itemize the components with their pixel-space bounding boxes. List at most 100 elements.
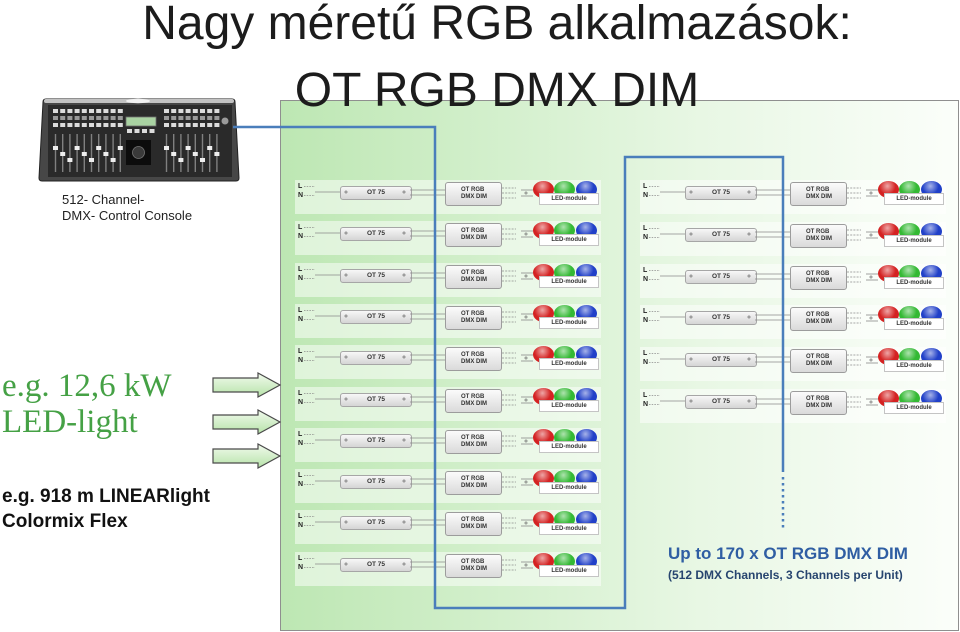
console-button <box>60 109 66 113</box>
plus-icon <box>402 273 406 277</box>
length-callout-line-2: Colormix Flex <box>2 511 128 532</box>
console-fader-knob <box>214 152 220 156</box>
console-button <box>185 116 191 120</box>
console-caption: 512- Channel- DMX- Control Console <box>62 192 192 224</box>
dimmer-label-line-1: OT RGB <box>806 312 830 318</box>
dimmer-label-line-2: DMX DIM <box>806 278 832 284</box>
plus-icon <box>524 480 528 484</box>
console-button <box>192 123 198 127</box>
power-callout-line-2: LED-light <box>2 404 138 440</box>
console-button <box>96 109 102 113</box>
plus-icon <box>524 398 528 402</box>
plus-icon <box>344 397 348 401</box>
plus-icon <box>869 400 873 404</box>
plus-icon <box>689 315 693 319</box>
slide-title-line-1: Nagy méretű RGB alkalmazások: <box>142 0 852 50</box>
console-button <box>53 123 58 127</box>
console-button <box>200 116 205 120</box>
console-button <box>185 123 191 127</box>
plus-icon <box>402 231 406 235</box>
console-button <box>53 116 58 120</box>
plus-icon <box>869 275 873 279</box>
console-button <box>171 123 177 127</box>
console-button <box>134 129 140 133</box>
console-fader-knob <box>171 152 177 156</box>
console-button <box>178 109 184 113</box>
dimmer-label-line-1: OT RGB <box>806 396 830 402</box>
unit-wiring <box>304 516 533 529</box>
console-button <box>103 116 109 120</box>
unit-wiring <box>304 475 533 488</box>
console-fader-knob <box>74 146 80 150</box>
unit-wiring <box>649 228 878 241</box>
capacity-summary-line-2: (512 DMX Channels, 3 Channels per Unit) <box>668 568 903 582</box>
console-button <box>178 116 184 120</box>
console-logo <box>126 98 150 104</box>
console-button <box>185 109 191 113</box>
console-button <box>200 123 205 127</box>
unit-wiring <box>649 395 878 408</box>
console-button <box>214 123 220 127</box>
console-button <box>214 116 220 120</box>
console-fader-knob <box>67 158 73 162</box>
console-button <box>192 116 198 120</box>
led-module-label: LED-module <box>884 277 944 289</box>
plus-icon <box>344 231 348 235</box>
console-button <box>89 109 94 113</box>
console-fader-knob <box>178 158 184 162</box>
dimmer-label-line-1: OT RGB <box>806 229 830 235</box>
console-fader-knob <box>117 146 123 150</box>
led-module-label: LED-module <box>884 235 944 247</box>
console-button <box>103 123 109 127</box>
console-button <box>164 109 169 113</box>
unit-wiring <box>304 310 533 323</box>
plus-icon <box>689 190 693 194</box>
console-button <box>164 123 169 127</box>
console-button <box>60 123 66 127</box>
console-button <box>127 129 132 133</box>
arrow-right-icon <box>212 371 282 399</box>
console-button <box>200 109 205 113</box>
console-button <box>117 116 123 120</box>
arrow-right-icon <box>212 408 282 436</box>
console-button <box>142 129 147 133</box>
plus-icon <box>747 357 751 361</box>
console-button <box>110 109 116 113</box>
console-button <box>74 123 80 127</box>
plus-icon <box>344 520 348 524</box>
console-button <box>74 109 80 113</box>
console-button <box>171 109 177 113</box>
console-button <box>67 109 73 113</box>
console-button <box>81 116 87 120</box>
console-button <box>96 116 102 120</box>
console-button <box>89 123 94 127</box>
arrow-right-icon <box>212 442 282 470</box>
unit-wiring <box>304 393 533 406</box>
plus-icon <box>402 397 406 401</box>
console-fader-knob <box>207 146 213 150</box>
dimmer-label-line-1: OT RGB <box>806 354 830 360</box>
unit-wiring <box>304 186 533 199</box>
plus-icon <box>524 232 528 236</box>
plus-icon <box>402 355 406 359</box>
console-button <box>67 116 73 120</box>
capacity-summary: Up to 170 x OT RGB DMX DIM (512 DMX Chan… <box>668 544 908 583</box>
dmx-console <box>38 98 240 182</box>
plus-icon <box>524 191 528 195</box>
plus-icon <box>689 274 693 278</box>
console-fader-knob <box>53 146 58 150</box>
plus-icon <box>747 190 751 194</box>
console-button <box>110 116 116 120</box>
console-button <box>103 109 109 113</box>
console-fader-knob <box>192 152 198 156</box>
